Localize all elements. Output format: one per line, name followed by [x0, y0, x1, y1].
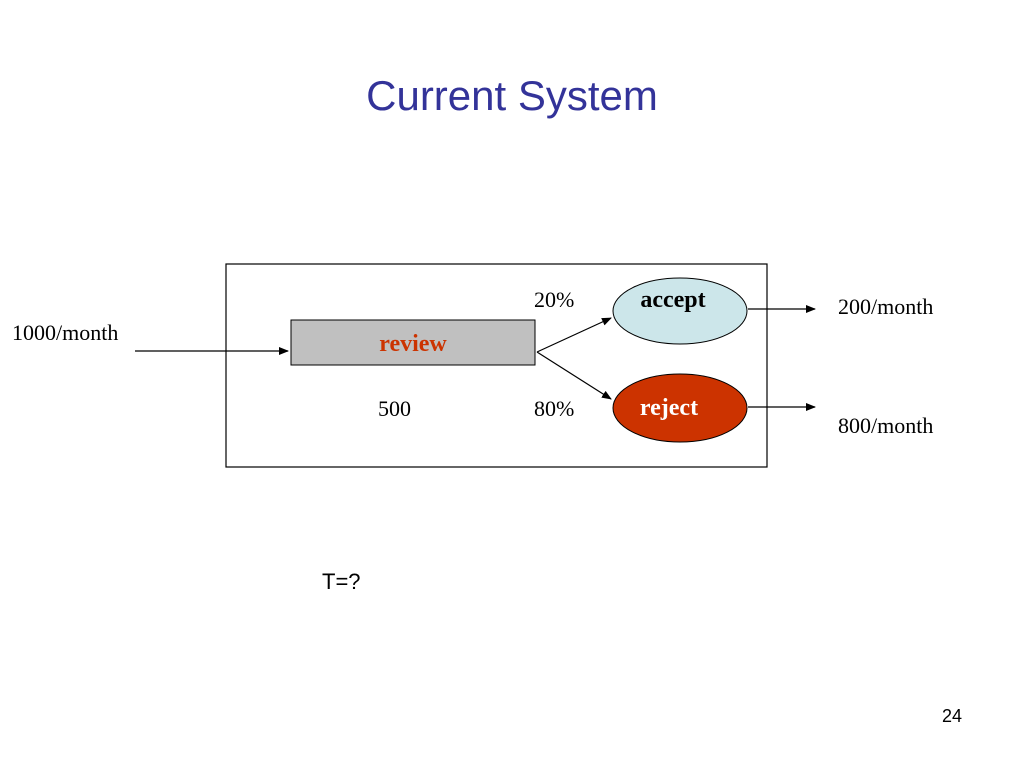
page-number: 24 [941, 706, 962, 726]
accept-output-rate-label: 200/month [838, 294, 933, 319]
reject-output-rate-label: 800/month [838, 413, 933, 438]
reject-label: reject [640, 395, 698, 421]
accept-node [612, 277, 748, 345]
reject-branch-arrow [536, 351, 612, 400]
review-label: review [379, 331, 447, 357]
review-box [290, 319, 536, 366]
reject-node [612, 373, 748, 443]
reject-share-label: 80% [534, 396, 574, 421]
system-boundary [225, 263, 768, 468]
throughput-question: T=? [322, 569, 361, 594]
accept-label: accept [640, 287, 705, 313]
accept-share-label: 20% [534, 287, 574, 312]
input-rate-label: 1000/month [12, 320, 118, 345]
accept-branch-arrow [536, 317, 612, 353]
slide-title: Current System [366, 72, 658, 119]
inventory-value: 500 [378, 396, 411, 421]
